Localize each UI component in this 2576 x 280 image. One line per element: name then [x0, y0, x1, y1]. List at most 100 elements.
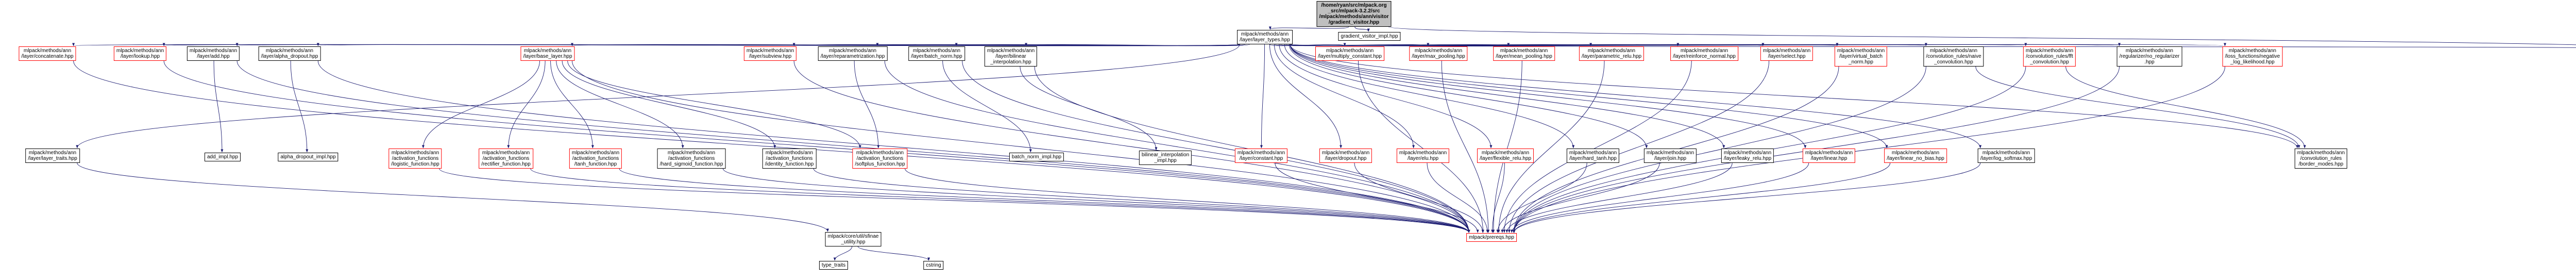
include-edge-join-to-prereqs: [1501, 162, 1660, 233]
include-edge-reinforce_normal-to-prereqs: [1503, 60, 1692, 233]
include-edge-identity_function-to-prereqs: [813, 168, 1470, 233]
include-edge-sfinae_utility-to-type_traits: [833, 246, 853, 261]
include-edge-layer_types-to-border_modes: [1290, 44, 2299, 149]
include-edge-select-to-prereqs: [1507, 60, 1770, 233]
graph-node-no_regularizer[interactable]: mlpack/methods/ann /regularizer/no_regul…: [2116, 46, 2182, 67]
graph-node-concatenate[interactable]: mlpack/methods/ann /layer/concatenate.hp…: [19, 46, 76, 61]
include-edge-add-to-prereqs: [236, 60, 1470, 233]
graph-node-max_pooling[interactable]: mlpack/methods/ann /layer/max_pooling.hp…: [1409, 46, 1468, 61]
graph-node-prereqs[interactable]: mlpack/prereqs.hpp: [1466, 233, 1517, 242]
graph-node-batch_norm[interactable]: mlpack/methods/ann /layer/batch_norm.hpp: [908, 46, 965, 61]
include-edge-negative_log_likelihood-to-prereqs: [1513, 66, 2226, 233]
graph-node-bilinear_interpolation_impl[interactable]: bilinear_interpolation _impl.hpp: [1139, 151, 1192, 165]
graph-root-node-root: /home/ryan/src/mlpack.org _src/mlpack-3.…: [1316, 1, 1392, 27]
graph-node-fft_convolution[interactable]: mlpack/methods/ann /convolution_rules/ff…: [2023, 46, 2076, 67]
graph-node-base_layer[interactable]: mlpack/methods/ann /layer/base_layer.hpp: [520, 46, 575, 61]
include-edge-layer_types-to-linear: [1290, 44, 1807, 149]
include-edge-bilinear_interpolation-to-bilinear_interpolation_impl: [1020, 66, 1158, 151]
include-edge-tanh_function-to-prereqs: [619, 168, 1470, 233]
include-edge-root-to-layer_types: [1268, 26, 1349, 30]
include-edge-add-to-add_impl: [213, 60, 224, 153]
include-edge-dropout-to-prereqs: [1354, 162, 1484, 233]
graph-node-layer_traits[interactable]: mlpack/methods/ann /layer/layer_traits.h…: [25, 149, 80, 163]
include-edge-root-to-boost_variant: [1388, 26, 2576, 45]
include-edge-mean_pooling-to-prereqs: [1492, 60, 1522, 233]
graph-node-batch_norm_impl[interactable]: batch_norm_impl.hpp: [1009, 153, 1064, 161]
graph-node-parametric_relu[interactable]: mlpack/methods/ann /layer/parametric_rel…: [1579, 46, 1645, 61]
graph-node-select[interactable]: mlpack/methods/ann /layer/select.hpp: [1760, 46, 1814, 61]
graph-node-hard_tanh[interactable]: mlpack/methods/ann /layer/hard_tanh.hpp: [1566, 149, 1620, 163]
include-edge-base_layer-to-rectifier_function: [507, 60, 546, 149]
include-edge-base_layer-to-prereqs: [572, 60, 1470, 233]
include-edge-max_pooling-to-prereqs: [1441, 60, 1490, 233]
include-edge-layer_types-to-dropout: [1269, 44, 1343, 149]
graph-node-leaky_relu[interactable]: mlpack/methods/ann /layer/leaky_relu.hpp: [1721, 149, 1774, 163]
include-edge-alpha_dropout-to-alpha_dropout_impl: [290, 60, 309, 153]
graph-node-alpha_dropout[interactable]: mlpack/methods/ann /layer/alpha_dropout.…: [258, 46, 321, 61]
include-edge-logistic_function-to-prereqs: [439, 168, 1470, 233]
include-edge-reparametrization-to-softplus_function: [854, 60, 880, 149]
graph-node-layer_types[interactable]: mlpack/methods/ann /layer/layer_types.hp…: [1237, 30, 1293, 44]
graph-node-linear[interactable]: mlpack/methods/ann /layer/linear.hpp: [1802, 149, 1856, 163]
graph-node-elu[interactable]: mlpack/methods/ann /layer/elu.hpp: [1396, 149, 1450, 163]
include-edge-sfinae_utility-to-cstring: [857, 246, 930, 261]
graph-node-naive_convolution[interactable]: mlpack/methods/ann /convolution_rules/na…: [1923, 46, 1984, 67]
include-edge-naive_convolution-to-border_modes: [1975, 66, 2300, 149]
include-edge-elu-to-prereqs: [1427, 162, 1489, 233]
graph-node-alpha_dropout_impl[interactable]: alpha_dropout_impl.hpp: [278, 153, 338, 161]
include-edge-concatenate-to-prereqs: [73, 60, 1470, 233]
include-edge-layer_types-to-constant: [1260, 44, 1265, 149]
graph-node-constant[interactable]: mlpack/methods/ann /layer/constant.hpp: [1234, 149, 1288, 163]
graph-node-tanh_function[interactable]: mlpack/methods/ann /activation_functions…: [569, 149, 622, 169]
graph-node-gradient_visitor_impl[interactable]: gradient_visitor_impl.hpp: [1338, 32, 1401, 41]
graph-node-multiply_constant[interactable]: mlpack/methods/ann /layer/multiply_const…: [1315, 46, 1384, 61]
graph-node-sfinae_utility[interactable]: mlpack/core/util/sfinae _utility.hpp: [825, 232, 882, 246]
include-edge-softplus_function-to-prereqs: [905, 168, 1470, 233]
include-edge-layer_types-to-layer_traits: [76, 44, 1240, 149]
graph-node-add_impl[interactable]: add_impl.hpp: [204, 153, 241, 161]
include-edge-layer_types-to-log_softmax: [1290, 44, 1982, 149]
graph-node-add[interactable]: mlpack/methods/ann /layer/add.hpp: [187, 46, 240, 61]
graph-node-subview[interactable]: mlpack/methods/ann /layer/subview.hpp: [743, 46, 797, 61]
include-edge-flexible_relu-to-prereqs: [1491, 162, 1505, 233]
graph-node-reinforce_normal[interactable]: mlpack/methods/ann /layer/reinforce_norm…: [1670, 46, 1738, 61]
graph-node-log_softmax[interactable]: mlpack/methods/ann /layer/log_softmax.hp…: [1977, 149, 2035, 163]
graph-node-mean_pooling[interactable]: mlpack/methods/ann /layer/mean_pooling.h…: [1493, 46, 1555, 61]
include-edge-alpha_dropout-to-prereqs: [317, 60, 1470, 233]
include-edge-log_softmax-to-prereqs: [1513, 162, 1981, 233]
include-edge-layer_types-to-linear_no_bias: [1290, 44, 1888, 149]
graph-node-bilinear_interpolation[interactable]: mlpack/methods/ann /layer/bilinear _inte…: [984, 46, 1038, 67]
graph-node-softplus_function[interactable]: mlpack/methods/ann /activation_functions…: [852, 149, 908, 169]
include-edge-subview-to-prereqs: [793, 60, 1470, 233]
include-edge-layer_traits-to-sfinae_utility: [77, 162, 829, 232]
include-edge-base_layer-to-identity_function: [562, 60, 776, 149]
include-edge-layer_types-to-flexible_relu: [1279, 44, 1493, 149]
graph-node-logistic_function[interactable]: mlpack/methods/ann /activation_functions…: [388, 149, 442, 169]
graph-node-flexible_relu[interactable]: mlpack/methods/ann /layer/flexible_relu.…: [1477, 149, 1534, 163]
include-edge-layer_types-to-leaky_relu: [1290, 44, 1725, 149]
graph-node-negative_log_likelihood[interactable]: mlpack/methods/ann /loss_functions/negat…: [2222, 46, 2283, 67]
graph-node-border_modes[interactable]: mlpack/methods/ann /convolution_rules /b…: [2294, 149, 2348, 169]
graph-node-linear_no_bias[interactable]: mlpack/methods/ann /layer/linear_no_bias…: [1884, 149, 1947, 163]
include-edge-linear_no_bias-to-prereqs: [1513, 162, 1891, 233]
graph-node-rectifier_function[interactable]: mlpack/methods/ann /activation_functions…: [479, 149, 533, 169]
include-edge-layer_types-to-bilinear_interpolation: [1025, 43, 1250, 46]
graph-node-virtual_batch_norm[interactable]: mlpack/methods/ann /layer/virtual_batch …: [1834, 46, 1888, 67]
include-edge-multiply_constant-to-prereqs: [1358, 60, 1485, 233]
graph-node-type_traits[interactable]: type_traits: [819, 261, 849, 270]
graph-node-lookup[interactable]: mlpack/methods/ann /layer/lookup.hpp: [113, 46, 167, 61]
graph-node-reparametrization[interactable]: mlpack/methods/ann /layer/reparametrizat…: [818, 46, 888, 61]
graph-node-dropout[interactable]: mlpack/methods/ann /layer/dropout.hpp: [1319, 149, 1372, 163]
include-edge-base_layer-to-logistic_function: [421, 60, 540, 149]
include-edge-parametric_relu-to-prereqs: [1497, 60, 1605, 233]
graph-node-join[interactable]: mlpack/methods/ann /layer/join.hpp: [1643, 149, 1697, 163]
graph-node-cstring[interactable]: cstring: [923, 261, 944, 270]
include-edge-fft_convolution-to-border_modes: [2065, 66, 2306, 149]
graph-node-identity_function[interactable]: mlpack/methods/ann /activation_functions…: [762, 149, 817, 169]
include-edge-base_layer-to-tanh_function: [550, 60, 594, 149]
graph-node-hard_sigmoid_function[interactable]: mlpack/methods/ann /activation_functions…: [657, 149, 726, 169]
include-edge-batch_norm-to-batch_norm_impl: [942, 60, 1032, 153]
include-edge-batch_norm-to-prereqs: [962, 60, 1470, 233]
